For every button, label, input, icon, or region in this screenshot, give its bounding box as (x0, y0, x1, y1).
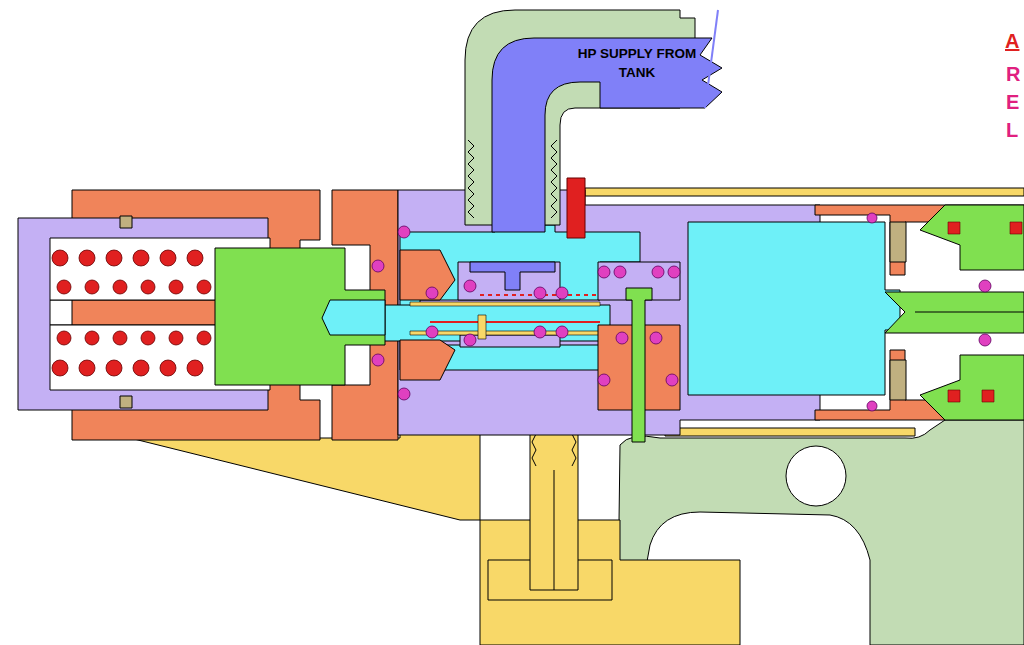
edge-text: R (1006, 63, 1020, 85)
node-text: HP SUPPLY FROM TANK (576, 44, 698, 82)
edge-text: L (1006, 119, 1018, 141)
edge-text: A (1005, 30, 1019, 52)
edge-text: E (1006, 91, 1019, 113)
supply-label-box: HP SUPPLY FROM TANK (576, 40, 698, 86)
